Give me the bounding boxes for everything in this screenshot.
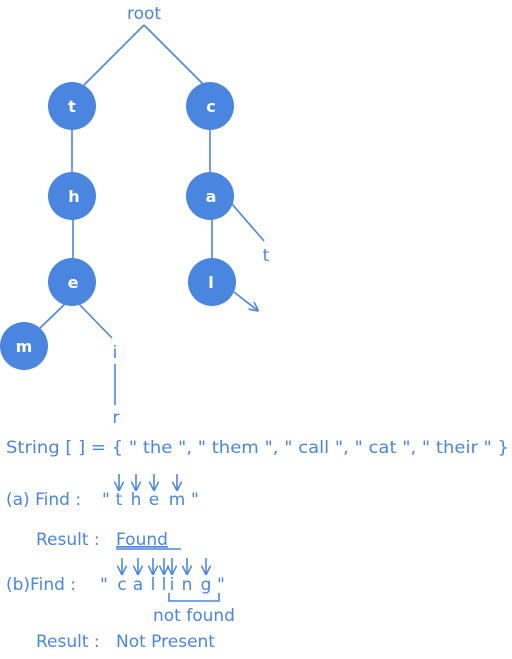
edge-e-m (39, 302, 67, 329)
query-a-prefix: (a) Find : (6, 490, 81, 510)
query-b-arrows (122, 558, 206, 573)
query-b-letter-3: l (162, 575, 167, 595)
node-label-m: m (16, 337, 33, 356)
query-b-letter-5: n (182, 575, 193, 595)
node-label-c: c (206, 97, 215, 116)
query-b-prefix: (b)Find : (6, 575, 76, 595)
node-label-l: l (208, 273, 213, 292)
root-label: root (127, 4, 161, 24)
query-a-letter-2: e (149, 490, 159, 510)
strings-array-line: String [ ] = { " the ", " them ", " call… (6, 438, 509, 458)
edge-l-arrow (233, 291, 257, 310)
edge-root-t (83, 24, 145, 86)
query-a-letter-1: h (131, 490, 142, 510)
query-a-arrows (119, 474, 177, 489)
query-a-letter-0: t (116, 490, 123, 510)
query-b: (b)Find : " c a l l i n g " not found Re… (6, 558, 235, 652)
edge-root-c (143, 24, 205, 86)
query-a-open-quote: " (102, 490, 110, 510)
trie-node-a: a (186, 172, 234, 220)
query-a-result-value: Found (116, 530, 168, 550)
trie-node-l: l (188, 258, 236, 306)
node-label-t: t (68, 97, 76, 116)
query-a-result-label: Result : (36, 530, 100, 550)
trie-edges (39, 24, 265, 405)
query-a: (a) Find : " t h e m " Result : Found (6, 474, 199, 550)
edge-e-i (77, 302, 113, 339)
trie-node-c: c (186, 82, 234, 130)
query-a-close-quote: " (191, 490, 199, 510)
query-b-result-value: Not Present (116, 632, 215, 652)
query-b-letter-2: l (151, 575, 156, 595)
leaf-letter-t: t (263, 246, 270, 266)
query-b-result-label: Result : (36, 632, 100, 652)
query-b-letter-1: a (133, 575, 143, 595)
trie-node-t: t (48, 82, 96, 130)
edge-a-t (231, 203, 265, 242)
query-b-letter-6: g (201, 575, 212, 595)
trie-node-h: h (48, 172, 96, 220)
query-b-open-quote: " (100, 575, 108, 595)
leaf-letter-r: r (113, 408, 120, 428)
query-a-letter-3: m (169, 490, 186, 510)
query-b-letter-4: i (170, 575, 175, 595)
query-b-close-quote: " (217, 575, 225, 595)
not-found-label: not found (153, 606, 235, 626)
node-label-a: a (206, 187, 217, 206)
trie-node-m: m (0, 322, 48, 370)
query-b-letter-0: c (117, 575, 126, 595)
not-found-bracket (168, 593, 220, 602)
trie-node-e: e (48, 258, 96, 306)
node-label-h: h (68, 187, 79, 206)
node-label-e: e (68, 273, 79, 292)
leaf-letter-i: i (113, 343, 118, 363)
